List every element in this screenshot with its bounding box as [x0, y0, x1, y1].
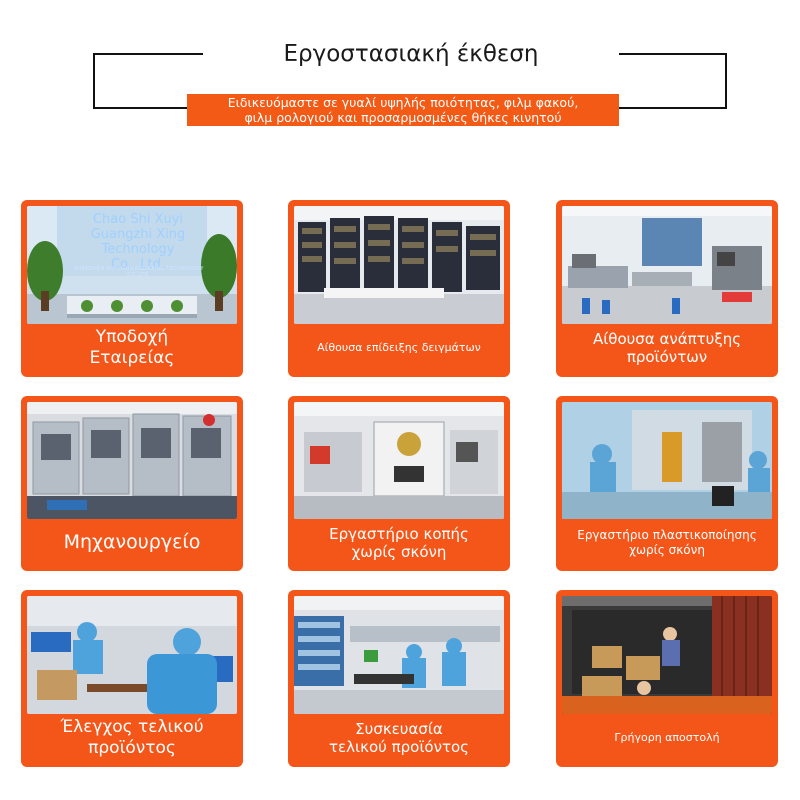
photo-product-development — [562, 206, 772, 324]
subtitle-banner: Ειδικευόμαστε σε γυαλί υψηλής ποιότητας,… — [187, 94, 619, 126]
subtitle-line-1: Ειδικευόμαστε σε γυαλί υψηλής ποιότητας,… — [227, 95, 579, 110]
card-dust-free-lamination: Εργαστήριο πλαστικοποίησης χωρίς σκόνη — [556, 396, 778, 571]
card-caption: Συσκευασία τελικού προϊόντος — [329, 719, 469, 756]
subtitle-line-2: φιλμ ρολογιού και προσαρμοσμένες θήκες κ… — [244, 110, 562, 125]
card-caption: Υποδοχή Εταιρείας — [89, 327, 175, 368]
card-machine-shop: Μηχανουργείο — [21, 396, 243, 571]
card-final-inspection: Έλεγχος τελικού προϊόντος — [21, 590, 243, 767]
reception-sign-text: Chao Shi Xuyi Guangzhi Xing Technology C… — [90, 212, 186, 272]
page-title: Εργοστασιακή έκθεση — [203, 37, 619, 71]
card-caption: Γρήγορη αποστολή — [614, 731, 720, 745]
card-dust-free-cutting: Εργαστήριο κοπής χωρίς σκόνη — [288, 396, 510, 571]
card-caption: Μηχανουργείο — [63, 531, 201, 554]
card-fast-shipping: Γρήγορη αποστολή — [556, 590, 778, 767]
photo-dust-free-lamination — [562, 402, 772, 519]
card-caption: Εργαστήριο πλαστικοποίησης χωρίς σκόνη — [577, 528, 757, 557]
card-caption: Έλεγχος τελικού προϊόντος — [60, 717, 204, 758]
header-frame-top-left — [93, 53, 203, 55]
reception-sign-small: SHENZHEN XUYI GUANGZHIXING TECHNOLOGY CO… — [74, 266, 204, 278]
header-frame-top-right — [619, 53, 727, 55]
card-final-packaging: Συσκευασία τελικού προϊόντος — [288, 590, 510, 767]
card-product-development: Αίθουσα ανάπτυξης προϊόντων — [556, 200, 778, 377]
photo-final-inspection — [27, 596, 237, 714]
card-caption: Εργαστήριο κοπής χωρίς σκόνη — [329, 524, 469, 561]
card-caption: Αίθουσα επίδειξης δειγμάτων — [317, 341, 481, 355]
photo-sample-showroom — [294, 206, 504, 324]
card-company-reception: Chao Shi Xuyi Guangzhi Xing Technology C… — [21, 200, 243, 377]
photo-dust-free-cutting — [294, 402, 504, 519]
card-caption: Αίθουσα ανάπτυξης προϊόντων — [592, 329, 742, 366]
photo-fast-shipping — [562, 596, 772, 714]
photo-machine-shop — [27, 402, 237, 519]
photo-company-reception: Chao Shi Xuyi Guangzhi Xing Technology C… — [27, 206, 237, 324]
card-sample-showroom: Αίθουσα επίδειξης δειγμάτων — [288, 200, 510, 377]
photo-final-packaging — [294, 596, 504, 714]
